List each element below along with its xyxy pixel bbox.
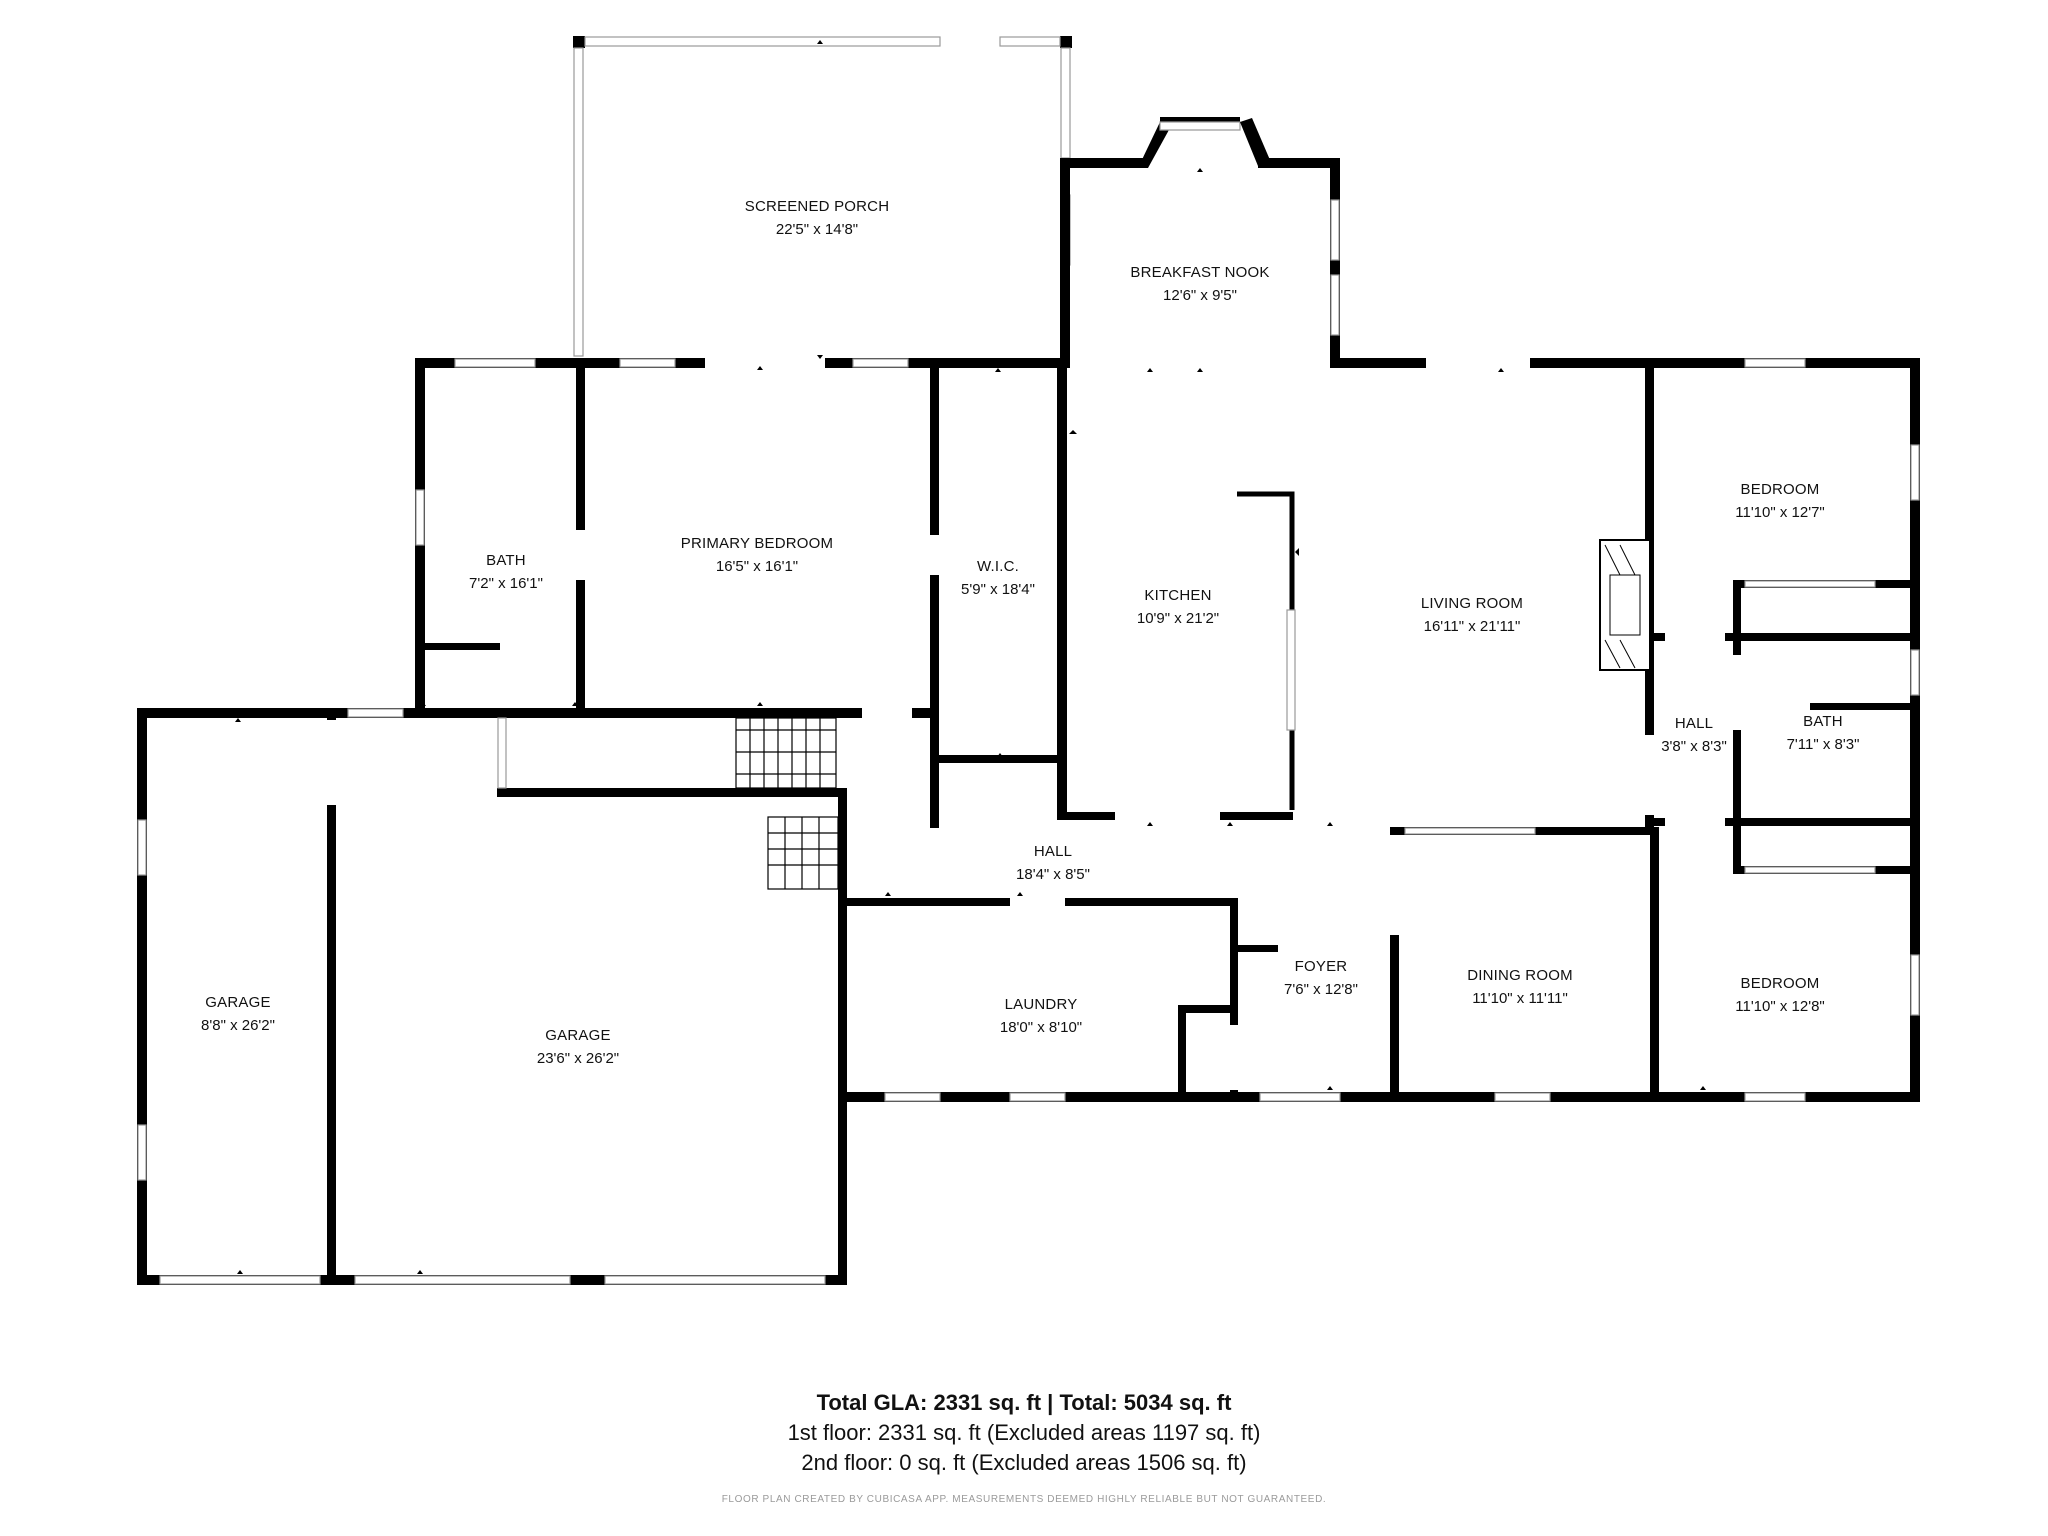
room-dims-bedroom-se: 11'10" x 12'8" [1735,998,1825,1015]
room-name-bath-primary: BATH [486,552,526,569]
room-dims-foyer: 7'6" x 12'8" [1284,981,1358,998]
room-dims-hall-east: 3'8" x 8'3" [1661,738,1727,755]
room-dims-primary-bedroom: 16'5" x 16'1" [716,558,798,575]
room-name-foyer: FOYER [1295,958,1348,975]
primary-suite-walls [415,358,1067,828]
bedroom-wing-south-wall [137,708,937,718]
screened-porch-walls [573,36,1072,357]
room-labels: SCREENED PORCH 22'5" x 14'8" BREAKFAST N… [201,198,1859,1067]
stairs [735,717,839,890]
room-dims-laundry: 18'0" x 8'10" [1000,1019,1082,1036]
south-wall-east [847,827,1920,1102]
opening-markers [235,40,1706,1274]
room-dims-bedroom-ne: 11'10" x 12'7" [1735,504,1825,521]
room-name-bath-east: BATH [1803,713,1843,730]
room-name-screened-porch: SCREENED PORCH [745,198,890,215]
room-dims-breakfast-nook: 12'6" x 9'5" [1163,287,1237,304]
credit-note: FLOOR PLAN CREATED BY CUBICASA APP. MEAS… [721,1494,1327,1505]
kitchen-partition [1063,491,1296,821]
room-name-garage-small: GARAGE [205,994,270,1011]
room-dims-screened-porch: 22'5" x 14'8" [776,221,858,238]
floor-plan: SCREENED PORCH 22'5" x 14'8" BREAKFAST N… [137,36,1920,1285]
room-dims-dining-room: 11'10" x 11'11" [1472,990,1568,1007]
room-name-bedroom-ne: BEDROOM [1741,481,1820,498]
room-name-primary-bedroom: PRIMARY BEDROOM [681,535,833,552]
first-floor-area: 1st floor: 2331 sq. ft (Excluded areas 1… [787,1420,1261,1445]
room-name-breakfast-nook: BREAKFAST NOOK [1130,264,1269,281]
north-wall-west-wing [415,158,1920,368]
fireplace [1599,539,1651,671]
room-dims-garage-large: 23'6" x 26'2" [537,1050,619,1067]
room-dims-garage-small: 8'8" x 26'2" [201,1017,275,1034]
garage-walls [137,708,847,1285]
room-name-bedroom-se: BEDROOM [1741,975,1820,992]
breakfast-nook-bay [1060,117,1426,368]
room-name-living-room: LIVING ROOM [1421,595,1523,612]
total-area: Total GLA: 2331 sq. ft | Total: 5034 sq.… [816,1390,1232,1415]
room-name-garage-large: GARAGE [545,1027,610,1044]
room-name-hall-central: HALL [1034,843,1072,860]
room-dims-bath-primary: 7'2" x 16'1" [469,575,543,592]
room-name-dining-room: DINING ROOM [1467,967,1573,984]
area-summary: Total GLA: 2331 sq. ft | Total: 5034 sq.… [0,1388,2048,1505]
room-dims-living-room: 16'11" x 21'11" [1424,618,1521,635]
room-name-kitchen: KITCHEN [1144,587,1211,604]
room-name-wic: W.I.C. [977,558,1019,575]
room-dims-bath-east: 7'11" x 8'3" [1787,736,1860,753]
room-dims-hall-central: 18'4" x 8'5" [1016,866,1090,883]
room-dims-wic: 5'9" x 18'4" [961,581,1035,598]
second-floor-area: 2nd floor: 0 sq. ft (Excluded areas 1506… [801,1450,1247,1475]
room-name-hall-east: HALL [1675,715,1713,732]
room-dims-kitchen: 10'9" x 21'2" [1137,610,1219,627]
room-name-laundry: LAUNDRY [1005,996,1078,1013]
